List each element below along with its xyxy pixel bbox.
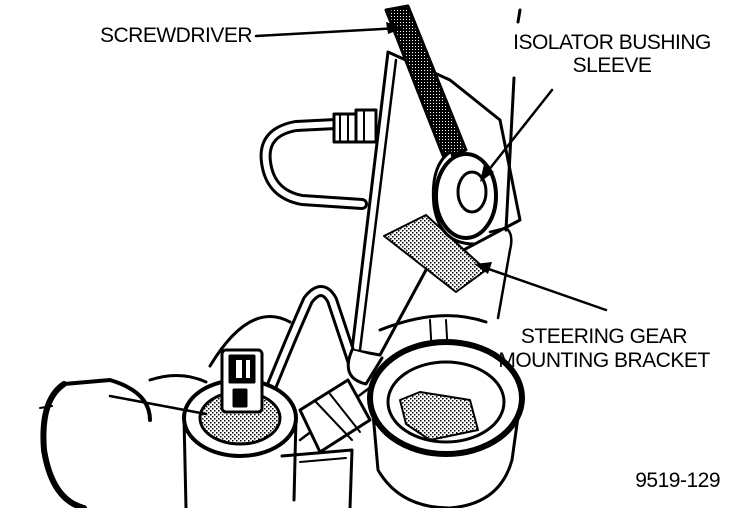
tube-fitting-nut [332, 112, 360, 144]
isolator-leader [482, 88, 554, 178]
isolator-bushing-inner [456, 170, 488, 214]
steering-gear-label-line1: STEERING GEAR [520, 325, 688, 348]
screwdriver-leader [254, 26, 402, 38]
screwdriver-shaft [384, 4, 468, 160]
isolator-bushing-label-line1: ISOLATOR BUSHING [513, 31, 711, 54]
bracket-leader [478, 264, 608, 312]
bracket-shadow [383, 214, 487, 293]
steering-gear-label-line2: MOUNTING BRACKET [498, 349, 710, 372]
screwdriver-label: SCREWDRIVER [100, 24, 253, 47]
left-cylinder-end [40, 381, 87, 508]
isolator-bushing-label-line2: SLEEVE [572, 54, 652, 77]
figure-number: 9519-129 [635, 469, 720, 492]
steering-column-edge [504, 76, 516, 232]
